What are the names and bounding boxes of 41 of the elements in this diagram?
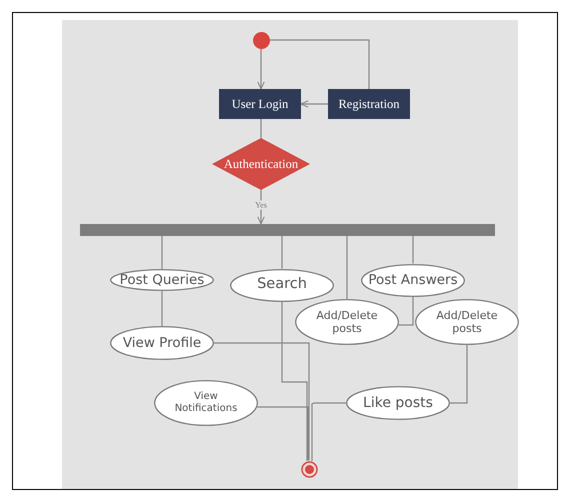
action-box [219,89,301,119]
node-label: View Profile [122,334,202,352]
connector-line [260,119,262,138]
node-label: Registration [338,96,400,112]
arrow [300,100,328,108]
connector-line [214,342,310,460]
activity-ellipse [361,264,465,296]
connector-line [412,236,414,264]
node-label: Add/Delete posts [315,308,379,336]
connector-line [311,402,346,462]
node-label: User Login [232,96,288,112]
connector-line [270,39,370,89]
connector-line [281,236,283,268]
connector-line [161,236,163,269]
node-label: Add/Delete posts [435,308,499,336]
activity-ellipse [110,326,214,360]
node-label: Search [257,276,307,294]
node-label: Authentication [224,156,298,172]
connector-line [281,302,308,461]
arrow [257,48,265,90]
node-label: Like posts [363,394,433,412]
connector-line [161,291,163,326]
activity-ellipse [154,380,258,426]
connector-line [346,236,348,299]
activity-ellipse [230,268,334,302]
start-node [252,32,270,48]
activity-ellipse [295,299,399,345]
activity-ellipse [110,269,214,291]
edge-label: Yes [254,200,268,210]
connector-line [257,406,309,461]
connector-line [398,296,414,326]
node-label: Post Queries [120,272,204,288]
connector-line [450,345,468,404]
node-label: Post Answers [368,272,458,288]
action-box [328,89,410,119]
activity-ellipse [346,386,450,420]
activity-ellipse [415,299,519,345]
decision-diamond [212,138,310,190]
node-label: View Notifications [174,391,238,415]
end-node [300,460,318,478]
fork-bar [80,224,495,236]
